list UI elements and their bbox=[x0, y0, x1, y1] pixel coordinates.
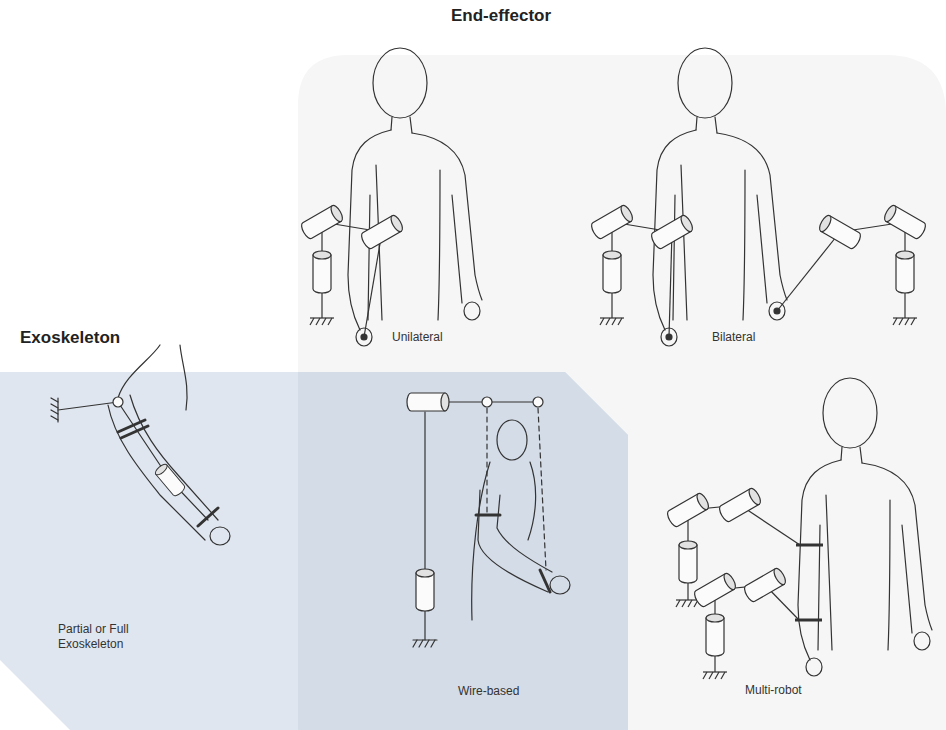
label-holder: Partial or Full Exoskeleton bbox=[58, 622, 158, 652]
label-holder: Wire-based bbox=[458, 684, 519, 699]
overlap-fill bbox=[298, 372, 628, 730]
label-holder: Bilateral bbox=[712, 330, 755, 345]
region-heading: End-effector bbox=[451, 6, 551, 26]
figure-caption: Wire-based bbox=[458, 684, 519, 699]
bilateral-figure bbox=[589, 48, 927, 346]
figure-caption: Bilateral bbox=[712, 330, 755, 345]
unilateral-figure bbox=[299, 48, 482, 346]
exoskeleton-figure bbox=[51, 345, 230, 545]
figure-caption: Unilateral bbox=[392, 330, 443, 345]
label-holder: Multi-robot bbox=[745, 683, 802, 698]
figure-caption: Partial or Full Exoskeleton bbox=[58, 622, 158, 652]
exoskeleton-region: Exoskeleton bbox=[0, 320, 628, 730]
region-fill bbox=[298, 55, 946, 730]
region-shape bbox=[0, 320, 628, 730]
region-heading: Exoskeleton bbox=[20, 328, 120, 348]
multi-robot-figure bbox=[665, 378, 932, 679]
wire-based-figure bbox=[407, 393, 570, 647]
region-fill bbox=[0, 372, 628, 730]
figure-caption: Multi-robot bbox=[745, 683, 802, 698]
label-holder: Unilateral bbox=[392, 330, 443, 345]
